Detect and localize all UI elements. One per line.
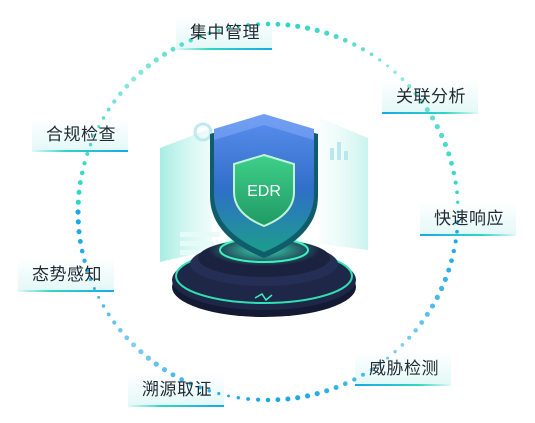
orbit-dot [124, 335, 130, 341]
orbit-dot [79, 170, 85, 176]
orbit-dot [304, 393, 311, 399]
orbit-dot [407, 335, 412, 340]
orbit-dot [138, 69, 144, 75]
orbit-dot [386, 64, 390, 68]
orbit-dot [314, 391, 320, 397]
orbit-dot [434, 294, 440, 300]
orbit-dot [451, 248, 456, 254]
orbit-dot [161, 51, 168, 57]
orbit-dot [265, 397, 271, 403]
orbit-dot [439, 285, 445, 292]
orbit-dot [118, 91, 123, 96]
orbit-dot [324, 30, 330, 36]
orbit-dot [434, 124, 440, 130]
orbit-dot [400, 343, 405, 347]
edr-badge-text: EDR [247, 183, 281, 200]
feature-label-rapid-response: 快速响应 [420, 202, 516, 236]
feature-label-compliance-check: 合规检查 [32, 118, 128, 152]
orbit-dot [446, 151, 452, 157]
orbit-dot [419, 320, 425, 325]
orbit-dot [79, 248, 85, 254]
orbit-dot [333, 385, 339, 390]
orbit-dot [145, 355, 151, 361]
orbit-dot [451, 170, 456, 176]
orbit-dot [439, 132, 445, 139]
orbit-dot [449, 160, 454, 166]
orbit-dot [75, 199, 81, 205]
orbit-dot [76, 229, 82, 235]
feature-label-threat-detection: 威胁检测 [355, 352, 451, 386]
feature-label-traceability-forensics: 溯源取证 [128, 373, 224, 407]
orbit-dot [82, 161, 87, 166]
orbit-dot [77, 180, 83, 186]
orbit-dot [446, 267, 452, 273]
orbit-dot [369, 52, 374, 57]
orbit-dot [131, 76, 137, 82]
orbit-dot [304, 25, 311, 31]
orbit-dot [131, 342, 137, 348]
edr-badge: EDR [233, 153, 295, 228]
orbit-dot [314, 27, 320, 33]
orbit-dot [453, 239, 458, 244]
orbit-dot [106, 107, 111, 112]
orbit-dot [153, 57, 159, 63]
orbit-dot [161, 367, 168, 373]
orbit-dot [324, 388, 330, 394]
orbit-dot [295, 23, 301, 29]
orbit-dot [246, 397, 250, 401]
orbit-dot [77, 238, 83, 244]
orbit-dot [85, 151, 90, 156]
feature-label-central-management: 集中管理 [176, 16, 272, 50]
orbit-dot [256, 397, 261, 402]
orbit-dot [138, 349, 144, 355]
orbit-dot [275, 397, 281, 403]
orbit-dot [227, 394, 230, 398]
orbit-dot [112, 320, 117, 325]
orbit-dot [442, 142, 448, 148]
orbit-dot [118, 328, 123, 333]
orbit-dot [393, 70, 397, 74]
orbit-dot [442, 276, 448, 282]
orbit-dot [124, 83, 130, 89]
orbit-dot [76, 189, 82, 195]
orbit-dot [424, 311, 430, 317]
orbit-dot [75, 209, 81, 215]
orbit-dot [285, 396, 291, 402]
orbit-dot [333, 34, 339, 39]
orbit-dot [455, 190, 459, 195]
orbit-dot [413, 328, 418, 333]
orbit-dot [378, 58, 382, 62]
orbit-dot [449, 258, 454, 264]
orbit-dot [153, 361, 159, 367]
orbit-dot [170, 46, 176, 52]
orbit-dot [342, 37, 348, 43]
orbit-dot [275, 21, 281, 27]
orbit-dot [106, 312, 111, 317]
feature-label-situational-awareness: 态势感知 [18, 258, 114, 292]
orbit-dot [352, 42, 357, 47]
orbit-dot [361, 47, 365, 52]
orbit-dot [236, 396, 240, 400]
right-holo-panel [320, 118, 368, 250]
orbit-dot [453, 180, 458, 185]
feature-label-correlation-analysis: 关联分析 [382, 80, 478, 114]
panel-bar-chart-icon [330, 142, 348, 160]
orbit-dot [429, 115, 436, 121]
orbit-dot [112, 99, 117, 104]
orbit-dot [97, 295, 101, 299]
orbit-dot [75, 219, 81, 225]
orbit-dot [101, 304, 106, 308]
orbit-dot [295, 395, 301, 401]
orbit-dot [285, 22, 291, 28]
orbit-dot [342, 381, 348, 387]
panel-gauge-icon [193, 122, 213, 142]
orbit-dot [145, 63, 151, 69]
left-holo-panel [160, 128, 212, 262]
orbit-dot [429, 303, 436, 309]
